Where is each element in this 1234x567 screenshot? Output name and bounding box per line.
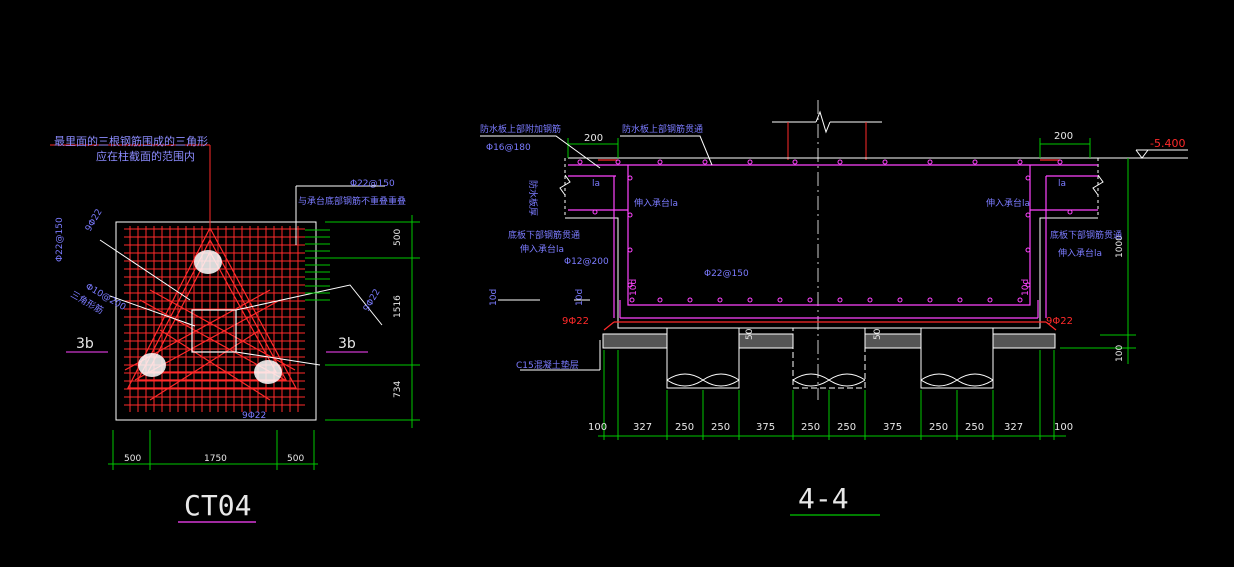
pile-3 bbox=[920, 327, 994, 389]
anchor-right-2: 伸入承台la bbox=[1058, 247, 1102, 259]
rebar-10d-cut-left: 10d bbox=[489, 289, 499, 306]
dim-b-8: 250 bbox=[929, 422, 948, 433]
dim-b-3: 250 bbox=[711, 422, 730, 433]
anchor-right: 伸入承台la bbox=[986, 197, 1030, 209]
pile-heads bbox=[138, 250, 282, 384]
dim-100: 100 bbox=[1115, 345, 1125, 362]
rebar-top-right: Φ22@150 bbox=[350, 179, 395, 189]
dim-200-right: 200 bbox=[1054, 131, 1073, 142]
dim-right-1516: 1516 bbox=[393, 295, 403, 318]
pile-cap-outline bbox=[115, 221, 317, 421]
rebar-9phi22-b: 9Φ22 bbox=[362, 287, 383, 313]
rebars-red bbox=[598, 159, 1060, 331]
note-bottom-left: 底板下部钢筋贯通 bbox=[508, 229, 580, 241]
dim-50-right: 50 bbox=[873, 328, 883, 340]
dim-b-0: 100 bbox=[588, 422, 607, 433]
title-4-4: 4-4 bbox=[798, 482, 849, 515]
rebar-dots bbox=[577, 159, 1073, 303]
dim-b-7: 375 bbox=[883, 422, 902, 433]
rebar-left-vertical: Φ22@150 bbox=[55, 217, 65, 262]
pile-1 bbox=[666, 327, 740, 389]
dim-right-500: 500 bbox=[393, 229, 403, 246]
rebars-magenta bbox=[568, 164, 1098, 319]
piles bbox=[666, 327, 994, 389]
note-wall: 防水板厚 bbox=[527, 180, 539, 216]
anchor-left-2: 伸入承台la bbox=[520, 243, 564, 255]
dim-bottom-500-left: 500 bbox=[124, 454, 141, 464]
rebar-phi12: Φ12@200 bbox=[564, 257, 609, 267]
section-leaders bbox=[480, 135, 713, 371]
cap-outline bbox=[564, 157, 1099, 329]
dim-b-11: 100 bbox=[1054, 422, 1073, 433]
rebar-10d-right: 10d bbox=[1021, 279, 1031, 296]
rebar-9phi22-c: 9Φ22 bbox=[242, 411, 266, 421]
rebar-9phi22-right: 9Φ22 bbox=[1046, 316, 1073, 327]
dim-b-5: 250 bbox=[801, 422, 820, 433]
rebar-9phi22-a: 9Φ22 bbox=[84, 207, 105, 233]
rebar-10d-left: 10d bbox=[629, 279, 639, 296]
dim-bottom-1750: 1750 bbox=[204, 454, 227, 464]
dim-b-10: 327 bbox=[1004, 422, 1023, 433]
la-right: la bbox=[1058, 179, 1066, 189]
right-dimensions bbox=[305, 215, 420, 428]
la-left: la bbox=[592, 179, 600, 189]
elevation-label: -5.400 bbox=[1150, 137, 1185, 150]
ct04-plan-view: 500 1516 734 500 1750 500 最里面的三根钢筋围成的三角形… bbox=[50, 134, 420, 523]
dim-b-1: 327 bbox=[633, 422, 652, 433]
label-3b-right: 3b bbox=[338, 336, 356, 352]
dim-right-734: 734 bbox=[393, 381, 403, 398]
column-stub bbox=[772, 110, 882, 160]
pile-head-top bbox=[194, 250, 222, 274]
rebar-phi16: Φ16@180 bbox=[486, 143, 531, 153]
elevation-marker bbox=[1098, 149, 1188, 159]
column-outline bbox=[191, 309, 237, 353]
dim-b-6: 250 bbox=[837, 422, 856, 433]
pile-head-right bbox=[254, 360, 282, 384]
note-top-left: 防水板上部附加钢筋 bbox=[480, 123, 561, 135]
dim-b-4: 375 bbox=[756, 422, 775, 433]
rebar-9phi22-left: 9Φ22 bbox=[562, 316, 589, 327]
label-3b-left: 3b bbox=[76, 336, 94, 352]
dim-b-2: 250 bbox=[675, 422, 694, 433]
dim-50-left: 50 bbox=[745, 328, 755, 340]
bottom-dimensions bbox=[108, 430, 318, 470]
note-bottom-right: 底板下部钢筋贯通 bbox=[1050, 229, 1122, 241]
break-marks bbox=[559, 174, 1104, 196]
note-c15: C15混凝土垫层 bbox=[516, 359, 579, 371]
note-top-mid: 防水板上部钢筋贯通 bbox=[622, 123, 703, 135]
right-dim-lines bbox=[1060, 158, 1136, 364]
dim-bottom-500-right: 500 bbox=[287, 454, 304, 464]
c15-bedding bbox=[602, 333, 1056, 349]
note-line2: 应在柱截面的范围内 bbox=[96, 149, 195, 163]
title-ct04: CT04 bbox=[184, 489, 251, 522]
bottom-dim-chain bbox=[598, 350, 1066, 440]
rebar-10d-cut-right: 10d bbox=[575, 289, 585, 306]
note-top-right: 与承台底部钢筋不重叠重叠 bbox=[298, 195, 406, 207]
dim-1000: 1000 bbox=[1115, 235, 1125, 258]
pile-head-left bbox=[138, 353, 166, 377]
pile-2 bbox=[792, 327, 866, 389]
dim-200-left: 200 bbox=[584, 133, 603, 144]
rebar-phi22-150: Φ22@150 bbox=[704, 269, 749, 279]
leader-lines bbox=[50, 144, 385, 366]
dim-b-9: 250 bbox=[965, 422, 984, 433]
section-4-4-view: -5.400 1000 100 200 200 bbox=[480, 100, 1188, 516]
anchor-left: 伸入承台la bbox=[634, 197, 678, 209]
note-line1: 最里面的三根钢筋围成的三角形 bbox=[54, 134, 208, 148]
top-dims bbox=[567, 138, 1091, 158]
